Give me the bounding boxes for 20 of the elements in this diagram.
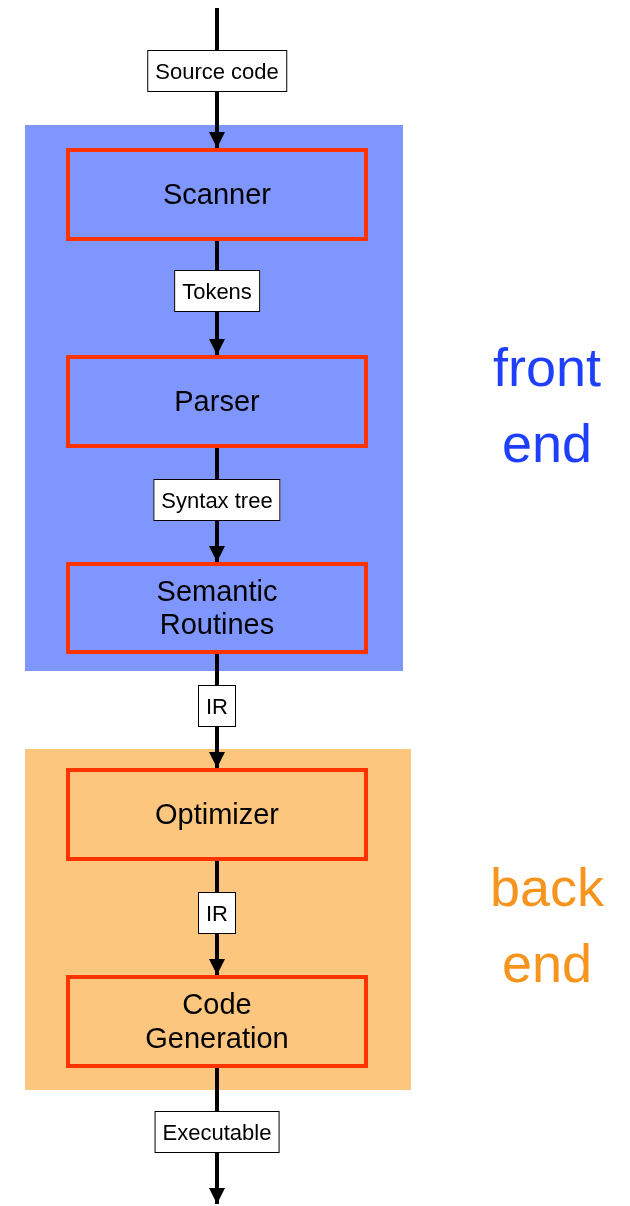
process-box xyxy=(66,355,368,448)
edge-label: Source code xyxy=(147,50,287,92)
process-box xyxy=(66,562,368,654)
process-box xyxy=(66,975,368,1068)
edge-label: Tokens xyxy=(174,270,260,312)
edge-label: IR xyxy=(198,892,236,934)
stage-band xyxy=(25,125,403,671)
process-box xyxy=(66,768,368,861)
stage-band xyxy=(25,749,411,1090)
process-box xyxy=(66,148,368,241)
edge-label: Syntax tree xyxy=(153,479,281,521)
stage-heading: front end xyxy=(491,336,603,475)
edge-label: IR xyxy=(198,685,236,727)
process-label: Parser xyxy=(174,384,260,419)
process-label: Optimizer xyxy=(154,797,280,832)
edge-label: Executable xyxy=(154,1111,280,1153)
stage-heading: back end xyxy=(488,856,606,995)
process-label: Semantic Routines xyxy=(155,574,279,642)
process-label: Scanner xyxy=(163,177,271,212)
process-label: Code Generation xyxy=(144,988,290,1055)
